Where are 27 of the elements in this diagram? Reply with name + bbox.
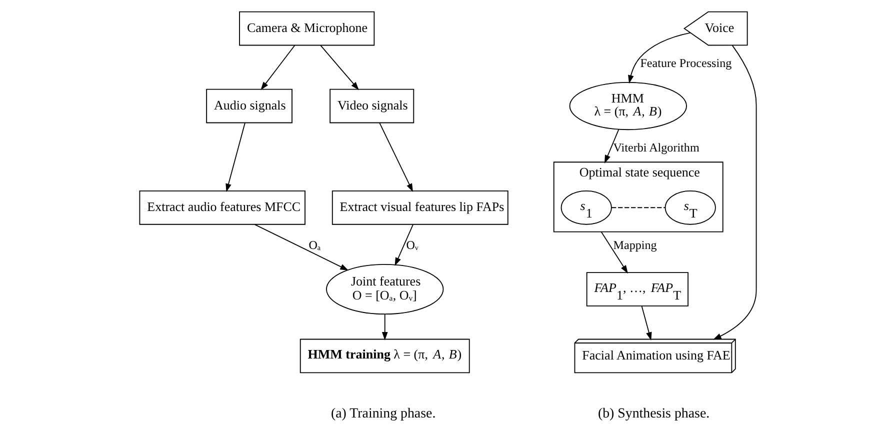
node-box: Video signals: [330, 88, 414, 124]
arrow: [254, 224, 349, 270]
label: (a) Training phase.: [331, 406, 436, 422]
edge-label: Feature Processing: [640, 56, 732, 70]
arrow: [641, 306, 652, 341]
node-ellipse: HMM λ = (π, A, B): [569, 82, 687, 130]
node-box: Extract audio features MFCC: [139, 190, 306, 225]
node-box: Extract visual features lip FAPs: [332, 190, 508, 225]
node-box: Audio signals: [206, 88, 292, 124]
connector: [611, 207, 666, 208]
arrow: [379, 122, 414, 192]
arrow: [320, 45, 360, 90]
arrow: [226, 122, 246, 192]
edge-label: Mapping: [613, 238, 657, 252]
arrow: [628, 32, 691, 84]
arrow: [260, 45, 296, 90]
node-box: HMM training λ = (π, A, B): [300, 338, 470, 374]
edge-label: Oᵥ: [406, 238, 418, 252]
arrow: [600, 231, 628, 274]
node-box: Camera & Microphone: [239, 11, 375, 46]
label: (b) Synthesis phase.: [598, 406, 710, 422]
arrow: [712, 44, 757, 340]
arrow: [394, 224, 414, 266]
edge-label: Oₐ: [308, 238, 321, 252]
edge-label: Viterbi Algorithm: [613, 140, 700, 154]
arrow: [382, 314, 388, 340]
arrow: [604, 129, 620, 164]
